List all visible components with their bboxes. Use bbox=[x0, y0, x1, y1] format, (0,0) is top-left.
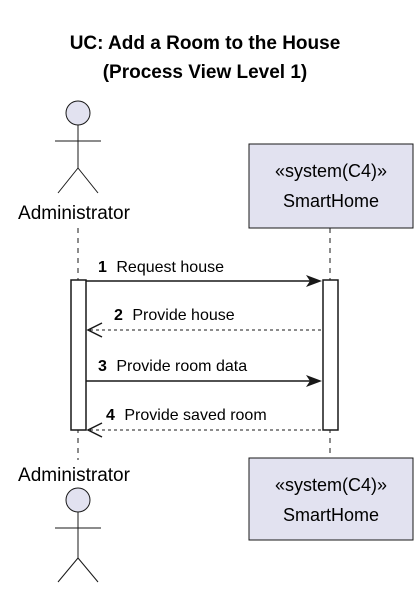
administrator-activation-bar bbox=[70, 279, 87, 431]
smarthome-participant-top: «system(C4)» SmartHome bbox=[248, 143, 414, 229]
administrator-label-bottom: Administrator bbox=[18, 465, 131, 486]
message-number: 1 bbox=[98, 259, 107, 276]
arrowhead-icon bbox=[306, 275, 322, 287]
smarthome-participant-bottom: «system(C4)» SmartHome bbox=[248, 457, 414, 541]
message-1: 1 Request house bbox=[86, 259, 322, 287]
message-label: 3 Provide room data bbox=[98, 358, 247, 375]
participant-box bbox=[248, 457, 414, 541]
message-label: 2 Provide house bbox=[114, 307, 235, 324]
message-text: Request house bbox=[116, 259, 224, 276]
administrator-actor-top: Administrator bbox=[18, 100, 131, 224]
message-label: 4 Provide saved room bbox=[106, 407, 267, 424]
administrator-actor-bottom: Administrator bbox=[18, 465, 131, 583]
message-4: 4 Provide saved room bbox=[86, 407, 322, 438]
message-text: Provide house bbox=[132, 307, 234, 324]
smarthome-activation-bar bbox=[322, 279, 339, 431]
message-2: 2 Provide house bbox=[86, 307, 322, 338]
participant-name: SmartHome bbox=[283, 505, 379, 525]
diagram-title-line-2: (Process View Level 1) bbox=[103, 62, 308, 83]
message-number: 2 bbox=[114, 307, 123, 324]
message-text: Provide room data bbox=[116, 358, 247, 375]
arrowhead-icon bbox=[306, 375, 322, 387]
participant-name: SmartHome bbox=[283, 191, 379, 211]
open-arrowhead-icon bbox=[86, 322, 103, 338]
message-3: 3 Provide room data bbox=[86, 358, 322, 387]
message-text: Provide saved room bbox=[124, 407, 266, 424]
message-number: 4 bbox=[106, 407, 115, 424]
message-label: 1 Request house bbox=[98, 259, 224, 276]
participant-stereotype: «system(C4)» bbox=[275, 161, 387, 181]
open-arrowhead-icon bbox=[86, 422, 103, 438]
actor-stick-figure-icon bbox=[55, 487, 101, 583]
administrator-label-top: Administrator bbox=[18, 203, 131, 224]
message-number: 3 bbox=[98, 358, 107, 375]
participant-stereotype: «system(C4)» bbox=[275, 475, 387, 495]
diagram-title-line-1: UC: Add a Room to the House bbox=[70, 33, 341, 54]
actor-stick-figure-icon bbox=[55, 100, 101, 194]
participant-box bbox=[248, 143, 414, 229]
